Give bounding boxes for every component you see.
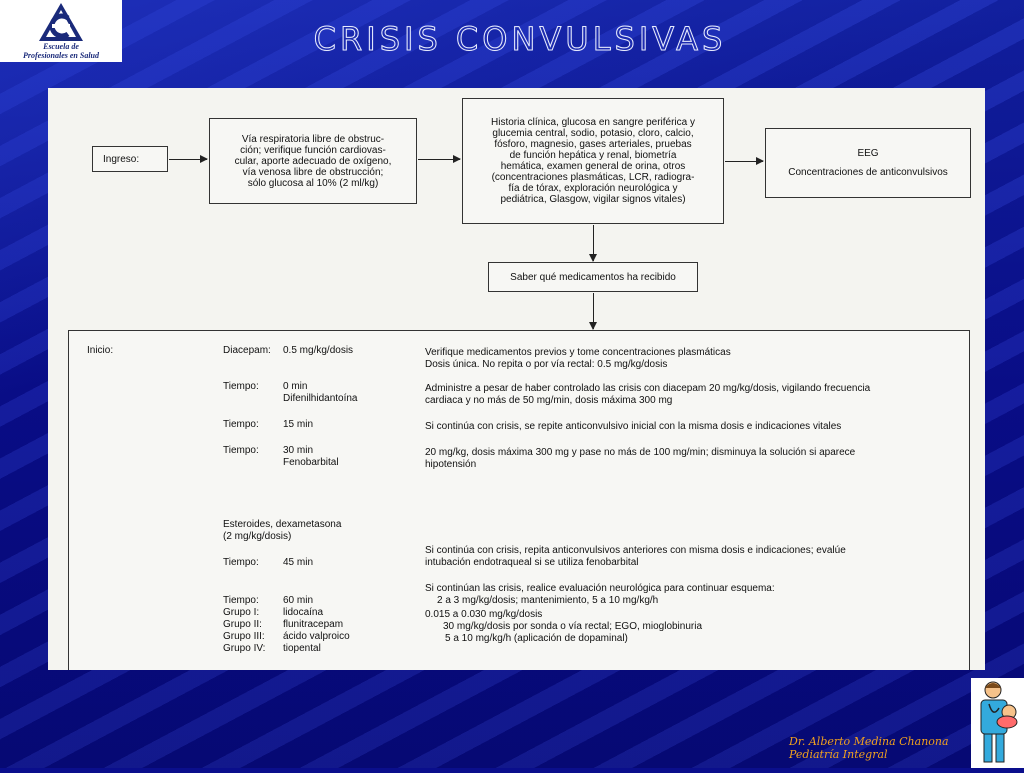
eeg-box: EEG Concentraciones de anticonvulsivos — [765, 128, 971, 198]
row-value: 15 min — [283, 419, 314, 430]
row-value2: Fenobarbital — [283, 457, 339, 468]
group-value: ácido valproico — [283, 631, 350, 642]
group-label: Tiempo: — [223, 595, 259, 606]
logo-emblem-icon — [39, 3, 83, 41]
arrow-history-to-meds — [589, 225, 597, 262]
airway-line: vía venosa libre de obstrucción; — [242, 166, 384, 178]
eeg-line: EEG — [857, 148, 879, 159]
airway-line: Vía respiratoria libre de obstruc- — [241, 133, 385, 145]
history-line: pediátrica, Glasgow, vigilar signos vita… — [500, 194, 686, 205]
meds-label: Saber qué medicamentos ha recibido — [510, 271, 676, 283]
group-value: lidocaína — [283, 607, 324, 618]
arrow-airway-to-history — [418, 155, 461, 163]
row-label: Tiempo: — [223, 381, 259, 392]
history-box: Historia clínica, glucosa en sangre peri… — [462, 98, 724, 224]
meds-box: Saber qué medicamentos ha recibido — [488, 262, 698, 292]
group-value: 60 min — [283, 595, 314, 606]
row-desc: Dosis única. No repita o por vía rectal:… — [425, 359, 668, 370]
school-logo: Escuela de Profesionales en Salud — [0, 0, 122, 62]
doctor-clipart — [971, 678, 1024, 768]
group-value: tiopental — [283, 643, 321, 654]
airway-box: Vía respiratoria libre de obstruc- ción;… — [209, 118, 417, 204]
footer-credit: Dr. Alberto Medina Chanona Pediatría Int… — [789, 735, 949, 761]
protocol-box: Inicio: Diacepam: 0.5 mg/kg/dosis Verifi… — [68, 330, 970, 670]
row-desc: hipotensión — [425, 459, 477, 470]
row-label: Tiempo: — [223, 445, 259, 456]
history-line: (concentraciones plasmáticas, LCR, radio… — [491, 172, 695, 183]
group-label: Grupo I: — [223, 607, 260, 618]
row-value: 45 min — [283, 557, 314, 568]
eeg-line: Concentraciones de anticonvulsivos — [788, 167, 948, 178]
row-label: Diacepam: — [223, 345, 271, 356]
group-desc: 0.015 a 0.030 mg/kg/dosis — [425, 609, 543, 620]
row-desc: Si continúa con crisis, repita anticonvu… — [425, 545, 846, 556]
history-line: glucemia central, sodio, potasio, cloro,… — [492, 128, 694, 139]
airway-line: sólo glucosa al 10% (2 ml/kg) — [247, 177, 379, 189]
airway-line: ción; verifique función cardiovas- — [240, 144, 386, 156]
footer-subtitle: Pediatría Integral — [789, 748, 888, 761]
row-value: 0.5 mg/kg/dosis — [283, 345, 354, 356]
row-label: Tiempo: — [223, 557, 259, 568]
row-label: Tiempo: — [223, 419, 259, 430]
arrow-meds-to-protocol — [589, 293, 597, 330]
row-desc: cardiaca y no más de 50 mg/min, dosis má… — [425, 395, 673, 406]
row-value: 0 min — [283, 381, 308, 392]
group-label: Grupo II: — [223, 619, 262, 630]
doctor-holding-baby-icon — [980, 681, 1018, 763]
arrow-ingreso-to-airway — [169, 155, 208, 163]
history-line: Historia clínica, glucosa en sangre peri… — [491, 117, 695, 128]
logo-text-line1: Escuela de — [43, 42, 79, 51]
logo-text-line2: Profesionales en Salud — [22, 51, 99, 60]
history-line: hemática, examen general de orina, otros — [500, 161, 686, 172]
ingreso-label: Ingreso: — [103, 153, 140, 165]
esteroides-line: Esteroides, dexametasona — [223, 519, 342, 530]
group-desc: 2 a 3 mg/kg/dosis; mantenimiento, 5 a 10… — [437, 595, 659, 606]
history-line: de función hepática y renal, biometría — [509, 150, 677, 161]
group-desc: 30 mg/kg/dosis por sonda o vía rectal; E… — [443, 621, 703, 632]
group-value: flunitracepam — [283, 619, 344, 630]
inicio-label: Inicio: — [87, 345, 114, 356]
row-desc: Verifique medicamentos previos y tome co… — [425, 347, 731, 358]
history-line: fía de tórax, exploración neurológica y — [508, 183, 678, 194]
group-label: Grupo III: — [223, 631, 265, 642]
row-desc: Administre a pesar de haber controlado l… — [425, 383, 871, 394]
esteroides-line: (2 mg/kg/dosis) — [223, 531, 292, 542]
row-desc: 20 mg/kg, dosis máxima 300 mg y pase no … — [425, 447, 856, 458]
history-line: fósforo, magnesio, gases arteriales, pru… — [494, 139, 692, 150]
logo-text: Escuela de Profesionales en Salud — [2, 42, 120, 60]
row-value2: Difenilhidantoína — [283, 393, 358, 404]
arrow-history-to-eeg — [725, 157, 764, 165]
row-value: 30 min — [283, 445, 314, 456]
row-desc: intubación endotraqueal si se utiliza fe… — [425, 557, 639, 568]
slide-title: CRISIS CONVULSIVAS — [313, 20, 727, 59]
airway-line: cular, aporte adecuado de oxígeno, — [234, 155, 392, 167]
group-desc: 5 a 10 mg/kg/h (aplicación de dopaminal) — [445, 633, 628, 644]
row60-intro: Si continúan las crisis, realice evaluac… — [425, 583, 775, 594]
row-desc: Si continúa con crisis, se repite antico… — [425, 421, 842, 432]
scanned-flowchart: Ingreso: Vía respiratoria libre de obstr… — [48, 88, 985, 670]
ingreso-box: Ingreso: — [92, 146, 168, 172]
group-label: Grupo IV: — [223, 643, 266, 654]
footer-author: Dr. Alberto Medina Chanona — [789, 735, 949, 748]
